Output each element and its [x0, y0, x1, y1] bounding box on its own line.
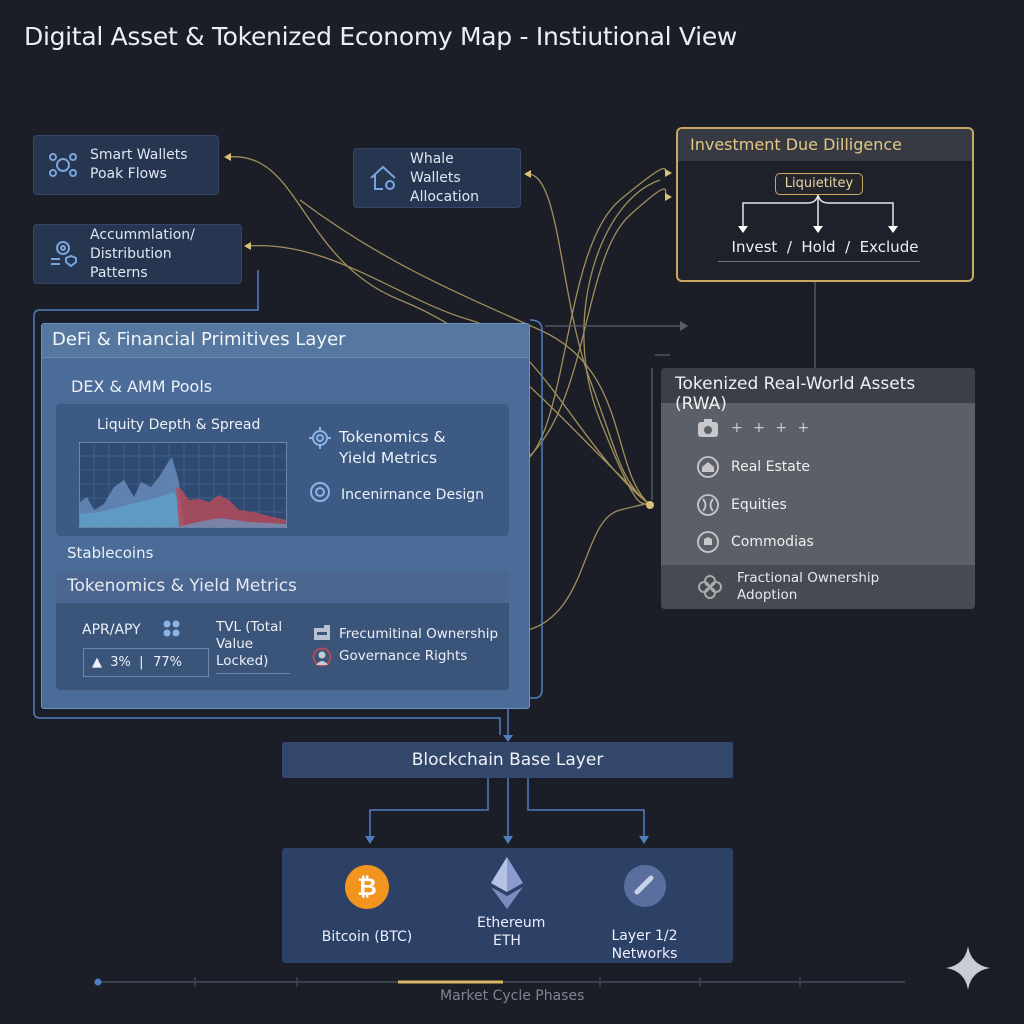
- blockchain-base-layer: Blockchain Base Layer: [282, 742, 733, 778]
- rwa-item-label: Commodias: [731, 534, 814, 550]
- divider: [718, 261, 920, 262]
- chart-title: Liquity Depth & Spread: [97, 417, 261, 433]
- bitcoin-icon: ₿: [345, 865, 389, 909]
- chain-bitcoin[interactable]: ₿ Bitcoin (BTC): [307, 864, 427, 946]
- card-label: Distribution Patterns: [90, 245, 172, 281]
- apr-label: APR/APY: [82, 622, 141, 638]
- page-title: Digital Asset & Tokenized Economy Map - …: [24, 22, 738, 51]
- chain-ethereum[interactable]: Ethereum ETH: [462, 856, 552, 950]
- rwa-item-label: Equities: [731, 497, 787, 513]
- house-gear-icon: [370, 165, 396, 190]
- rwa-panel: Tokenized Real-World Assets (RWA) + + + …: [661, 368, 975, 609]
- liquidity-depth-chart: [79, 442, 287, 528]
- right-item-ownership: Frecumitinal Ownership: [339, 626, 499, 642]
- camera-icon: [698, 419, 718, 437]
- rwa-footer-label: Fractional Ownership Adoption: [737, 570, 880, 603]
- chain-layer12[interactable]: Layer 1/2 Networks: [577, 864, 712, 963]
- plus-marks: + + + +: [731, 420, 813, 436]
- due-diligence-panel: Investment Due Dilligence Liquietitey In…: [676, 127, 974, 282]
- governance-person-icon: [312, 647, 332, 667]
- timeline-label: Market Cycle Phases: [440, 988, 585, 1004]
- pattern-icon: [51, 241, 77, 268]
- stablecoins-label: Stablecoins: [67, 544, 154, 562]
- house-icon: [697, 456, 719, 478]
- card-label: Accummlation/: [90, 226, 195, 243]
- equities-icon: [697, 494, 719, 516]
- apr-values: ▲ 3% | 77%: [83, 648, 209, 677]
- rwa-title: Tokenized Real-World Assets (RWA): [661, 368, 975, 414]
- svg-text:₿: ₿: [357, 873, 377, 901]
- defi-layer-panel: DeFi & Financial Primitives Layer DEX & …: [41, 323, 530, 709]
- dex-panel: Liquity Depth & Spread Tokenomics & Yiel…: [56, 404, 509, 536]
- wallet-network-icon: [49, 153, 77, 177]
- ask-depth-area: [176, 487, 286, 527]
- chain-label: Bitcoin (BTC): [321, 929, 413, 945]
- tokenomics-title: Tokenomics & Yield Metrics: [56, 571, 509, 603]
- card-label: Smart Wallets: [90, 147, 188, 163]
- defi-layer-title: DeFi & Financial Primitives Layer: [42, 324, 529, 358]
- chain-label: Layer 1/2 Networks: [611, 928, 678, 962]
- rwa-item-real-estate[interactable]: Real Estate: [697, 456, 810, 478]
- ethereum-icon: [491, 857, 523, 909]
- chain-label: Ethereum ETH: [477, 915, 546, 949]
- liquidity-node[interactable]: Liquietitey: [775, 173, 863, 195]
- network-icon: [623, 865, 666, 907]
- card-label: Poak Flows: [90, 166, 167, 182]
- side-item-tokenomics: Tokenomics & Yield Metrics: [339, 428, 446, 467]
- bid-depth-front: [80, 492, 184, 527]
- right-item-governance: Governance Rights: [339, 648, 468, 664]
- side-item-incentive: Incenirnance Design: [341, 487, 485, 503]
- commodity-icon: [697, 531, 719, 553]
- fractional-ownership-icon: [698, 575, 722, 599]
- rwa-top-row: + + + +: [697, 418, 812, 438]
- decision-outcomes: Invest / Hold / Exclude: [731, 238, 919, 256]
- chains-panel: ₿ Bitcoin (BTC) Ethereum ETH Layer 1/2 N…: [282, 848, 733, 963]
- dots-icon: [163, 620, 180, 637]
- rwa-item-equities[interactable]: Equities: [697, 494, 787, 516]
- accumulation-card[interactable]: Accummlation/Distribution Patterns: [33, 224, 242, 284]
- tokenomics-panel: Tokenomics & Yield Metrics APR/APY ▲ 3% …: [56, 571, 509, 690]
- rwa-item-label: Real Estate: [731, 459, 810, 475]
- sparkle-icon: [946, 946, 990, 990]
- dex-amm-label: DEX & AMM Pools: [71, 377, 213, 396]
- tvl-label: TVL (Total Value Locked): [216, 619, 290, 674]
- target-icon: [310, 482, 330, 502]
- decision-branch-arrows: [738, 195, 898, 233]
- rwa-item-commodities[interactable]: Commodias: [697, 531, 814, 553]
- gear-target-icon: [309, 427, 331, 449]
- due-diligence-title: Investment Due Dilligence: [678, 129, 972, 161]
- rwa-footer: Fractional Ownership Adoption: [661, 565, 975, 609]
- folder-icon: [314, 625, 330, 640]
- card-label: Allocation: [410, 188, 480, 205]
- card-label: Whale Wallets: [410, 150, 461, 186]
